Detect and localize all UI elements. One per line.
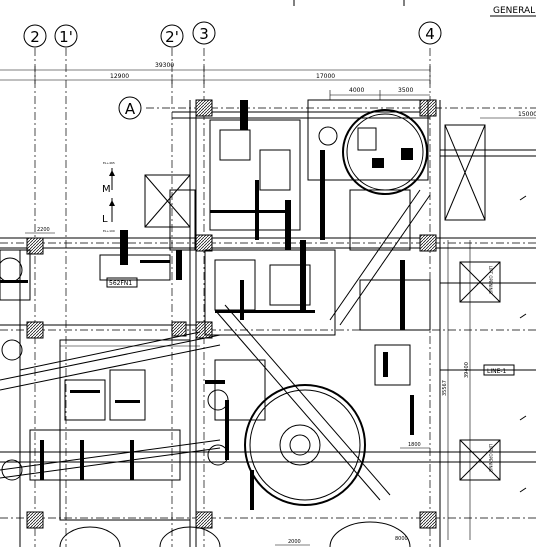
right-margin-marks: [519, 195, 527, 493]
dim-3500: 3500: [398, 87, 413, 94]
circular-tank-bottom: [207, 384, 366, 506]
dim-35567: 35567: [442, 380, 448, 396]
grid-bubble-4: 4: [418, 21, 442, 45]
dim-39400: 39400: [464, 362, 470, 378]
dimension-top: 39300 12900 17000 4000 3500 15000: [0, 62, 536, 119]
grid-bubble-2: 2: [23, 24, 47, 48]
svg-text:4: 4: [425, 25, 435, 43]
line-tag: LINE-1: [487, 368, 507, 375]
equipment-cluster-center: [204, 100, 431, 510]
circular-tank-top: [307, 99, 429, 195]
structural-columns: [26, 99, 437, 529]
dim-17000: 17000: [316, 73, 335, 80]
grid-bubble-1-prime: 1': [54, 24, 78, 48]
sheet-label: GENERAL: [493, 6, 535, 16]
dim-15000: 15000: [518, 111, 536, 118]
grid-bubble-3: 3: [192, 21, 216, 45]
dim-overall: 39300: [155, 62, 174, 69]
dim-4000: 4000: [349, 87, 364, 94]
svg-text:2': 2': [165, 28, 179, 46]
elev-l-note: EL+100: [103, 229, 115, 233]
dim-1800: 1800: [408, 442, 421, 448]
annotations: 562FN1 LINE-1 M L EL+465 EL+100 2200 180…: [25, 161, 515, 546]
svg-text:3: 3: [199, 25, 209, 43]
floor-openings: LIFT OPENING LIFT OPENING: [144, 124, 501, 481]
lift-opening-label-1: LIFT OPENING: [488, 266, 493, 294]
lift-opening-label-2: LIFT OPENING: [488, 444, 493, 472]
grid-lines: [0, 48, 536, 547]
dim-2000: 2000: [288, 539, 301, 545]
elev-l-label: L: [102, 214, 108, 225]
grid-bubble-a: A: [118, 96, 142, 120]
svg-text:1': 1': [59, 28, 73, 46]
conveyors: [0, 189, 431, 501]
grid-bubble-2-prime: 2': [160, 24, 184, 48]
bottom-arcs: [59, 521, 411, 547]
dim-8000: 8000: [395, 536, 408, 542]
svg-text:A: A: [125, 100, 136, 118]
elev-m-label: M: [102, 184, 111, 195]
equipment-cluster-left: [0, 189, 196, 521]
dim-2200: 2200: [37, 227, 50, 233]
equipment-tag: 562FN1: [109, 280, 132, 287]
svg-text:2: 2: [30, 28, 40, 46]
elev-m-note: EL+465: [103, 161, 115, 165]
dim-12900: 12900: [110, 73, 129, 80]
